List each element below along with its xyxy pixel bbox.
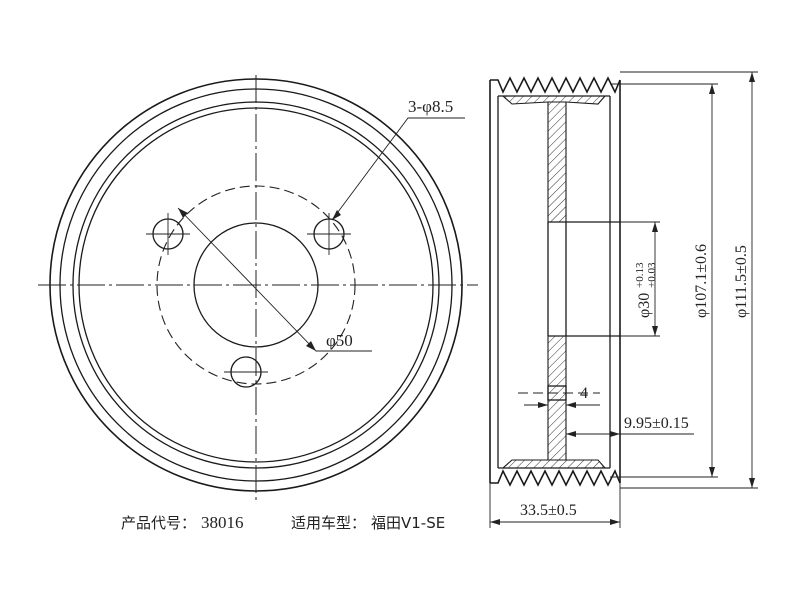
arrowhead bbox=[652, 326, 658, 336]
arrowhead bbox=[178, 208, 188, 218]
section-view: φ30 +0.13 +0.03 φ107.1±0.6 φ111.5±0.5 4 … bbox=[489, 71, 758, 528]
arrowhead bbox=[306, 341, 316, 351]
arrowhead bbox=[538, 402, 548, 408]
offset-label: 9.95±0.15 bbox=[624, 415, 689, 432]
bore-tol-lower: +0.03 bbox=[646, 262, 658, 288]
web-thickness-label: 4 bbox=[580, 385, 588, 402]
vehicle: 福田V1-SE bbox=[371, 514, 445, 532]
bolt-circle-label: φ50 bbox=[326, 331, 353, 350]
web-section-top bbox=[547, 101, 567, 223]
product-code: 38016 bbox=[201, 513, 244, 532]
arrowhead bbox=[749, 72, 755, 82]
arrowhead bbox=[490, 519, 500, 525]
web-section-bottom bbox=[547, 335, 567, 461]
bore-dim-label: φ30 bbox=[636, 293, 653, 318]
arrowhead bbox=[709, 467, 715, 477]
front-view: 3-φ8.5 φ50 bbox=[38, 75, 478, 500]
groove-profile-top bbox=[490, 76, 621, 94]
arrowhead bbox=[652, 222, 658, 232]
rim-section-bottom bbox=[501, 459, 607, 469]
product-code-label: 产品代号： bbox=[121, 514, 196, 532]
outer-dia-label: φ111.5±0.5 bbox=[733, 245, 750, 318]
vehicle-label: 适用车型： bbox=[291, 514, 366, 532]
bore-tol-upper: +0.13 bbox=[634, 262, 646, 288]
rim-section-top bbox=[501, 95, 607, 105]
groove-dia-label: φ107.1±0.6 bbox=[693, 244, 710, 318]
arrowhead bbox=[566, 402, 576, 408]
footer: 产品代号： 38016 适用车型： 福田V1-SE bbox=[121, 513, 445, 532]
arrowhead bbox=[610, 431, 620, 437]
arrowhead bbox=[709, 84, 715, 94]
overall-width-label: 33.5±0.5 bbox=[520, 502, 577, 519]
groove-profile-bottom bbox=[490, 469, 621, 487]
hole-callout-label: 3-φ8.5 bbox=[408, 97, 453, 116]
arrowhead bbox=[566, 431, 576, 437]
hole-callout-leader bbox=[331, 117, 465, 221]
arrowhead bbox=[749, 478, 755, 488]
arrowhead bbox=[610, 519, 620, 525]
arrowhead bbox=[332, 210, 341, 220]
